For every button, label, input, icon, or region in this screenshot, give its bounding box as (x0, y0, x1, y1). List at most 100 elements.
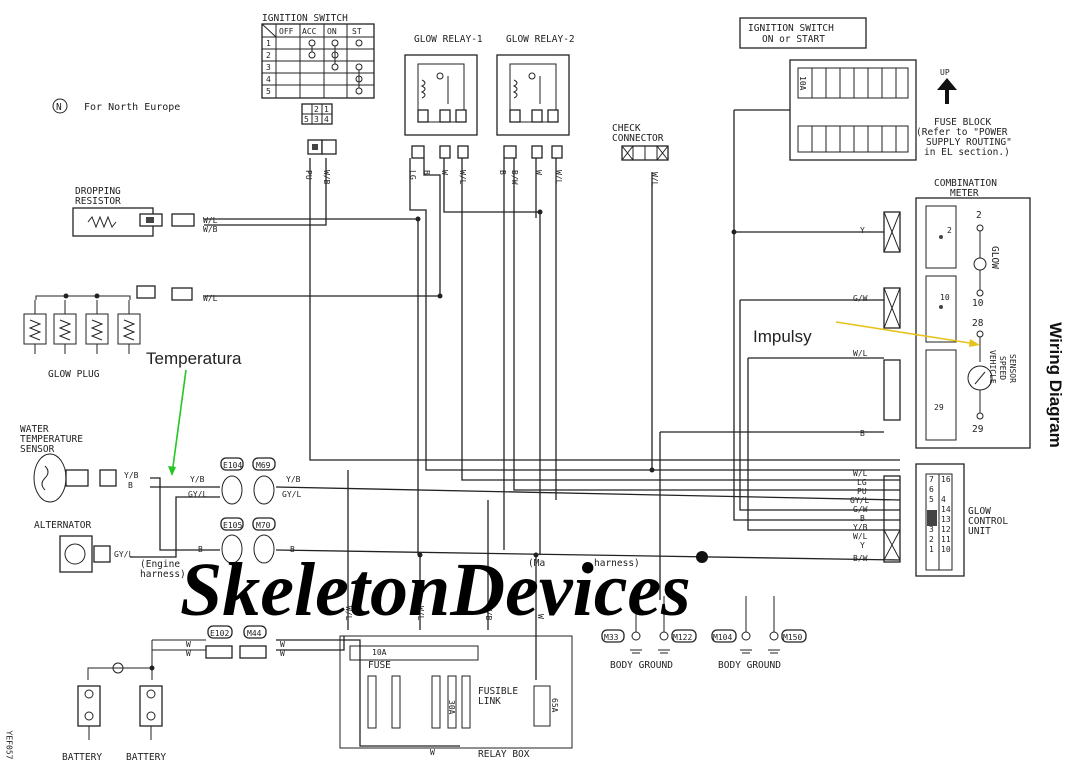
gcu-pin-12: 12 (941, 525, 951, 534)
meter-wire-y: Y (860, 226, 865, 235)
batteries: E102 M44 W W W W BATTERY BATTERY (62, 625, 285, 763)
figure-code: YEF057 (0, 730, 24, 760)
check-connector: CHECK CONNECTOR W/L (612, 123, 669, 187)
gcu-pin-11: 11 (941, 535, 951, 544)
conn-m150: M150 (783, 633, 802, 642)
meter-wire-wl: W/L (853, 349, 868, 358)
dropping-resistor: DROPPING RESISTOR W/L W/B (72, 186, 218, 237)
bat-wire-w3: W (280, 640, 285, 649)
ign-row-3: 3 (266, 63, 271, 72)
ign-wire-pu: PU (304, 170, 313, 180)
relay2-wire-b: B (498, 170, 507, 175)
glow-pin-2: 2 (976, 210, 982, 221)
fuse-block-line4: in EL section.) (924, 147, 1010, 158)
gcu-label-2: CONTROL (968, 516, 1008, 527)
gcu-wire-wl-2: W/L (853, 532, 868, 541)
vss-label-3: SENSOR (1008, 354, 1017, 383)
body-ground-1: BODY GROUND (610, 660, 673, 671)
glow-plug-label: GLOW PLUG (48, 369, 100, 380)
rb-fl-65a: 65A (550, 698, 559, 713)
battery-label-2: BATTERY (126, 752, 166, 763)
temperatura-arrowhead (168, 466, 176, 476)
check-wire-wl: W/L (650, 172, 659, 187)
conn-m44: M44 (247, 629, 262, 638)
hc-wire-gyl: GY/L (188, 490, 207, 499)
check-connector-label-2: CONNECTOR (612, 133, 664, 144)
ign-on-start-line1: IGNITION SWITCH (748, 23, 834, 34)
comb-meter-title1: COMBINATION (934, 178, 997, 189)
meter-pin-2: 2 (947, 226, 952, 235)
wiring-harness (130, 109, 901, 747)
water-temp-sensor: WATER TEMPERATURE SENSOR Y/B B (20, 424, 139, 503)
ign-row-1: 1 (266, 39, 271, 48)
gcu-wire-b: B (860, 514, 865, 523)
vss-pin-29: 29 (972, 424, 984, 435)
gcu-pin-5: 5 (929, 495, 934, 504)
gcu-label-1: GLOW (968, 506, 991, 517)
ign-row-5: 5 (266, 87, 271, 96)
figure-code-text: YEF057 (4, 730, 14, 760)
gcu-wire-y: Y (860, 541, 865, 550)
glow-relay-1: GLOW RELAY-1 LG B W W/L (404, 34, 483, 185)
junction-dots (63, 209, 737, 671)
conn-m104: M104 (713, 633, 732, 642)
fuse-block-line2: (Refer to "POWER (916, 127, 1008, 138)
hc-wire-yb: Y/B (190, 475, 205, 484)
relay2-wire-w: W (534, 170, 543, 175)
water-temp-label-2: TEMPERATURE (20, 434, 83, 445)
annotation-temperatura: Temperatura (146, 349, 242, 476)
dr-wire-wl: W/L (203, 216, 218, 225)
gcu-wire-gyl: GY/L (850, 496, 869, 505)
ignition-on-start: IGNITION SWITCH ON or START (739, 17, 867, 49)
conn-e102: E102 (210, 629, 229, 638)
check-connector-label-1: CHECK (612, 123, 641, 134)
ign-col-off: OFF (279, 27, 294, 36)
glow-relay-2-label: GLOW RELAY-2 (506, 34, 575, 45)
vss-pin-28: 28 (972, 318, 984, 329)
conn-e105: E105 (223, 521, 242, 530)
meter-wire-gw: G/W (853, 294, 868, 303)
fuse-10a: 10A (798, 76, 807, 91)
ign-pin-3: 3 (314, 115, 319, 124)
temperatura-label: Temperatura (146, 349, 242, 368)
ign-row-4: 4 (266, 75, 271, 84)
relay1-wire-lg: LG (408, 170, 417, 180)
body-ground-2: BODY GROUND (718, 660, 781, 671)
combination-meter: COMBINATION METER 2 10 29 2 10 GLOW 28 2… (915, 178, 1031, 449)
fuse-block-line1: FUSE BLOCK (934, 117, 991, 128)
gp-wire-wl: W/L (203, 294, 218, 303)
gcu-pin-16: 16 (941, 475, 951, 484)
gcu-wire-pu: PU (857, 487, 867, 496)
bat-wire-w4: W (280, 649, 285, 658)
ignition-switch: IGNITION SWITCH OFF ACC ON ST 1 2 3 4 5 … (261, 13, 375, 185)
meter-pin-29: 29 (934, 403, 944, 412)
gcu-pin-6: 6 (929, 485, 934, 494)
conn-m69: M69 (256, 461, 271, 470)
gcu-pin-14: 14 (941, 505, 951, 514)
relay-box-label: RELAY BOX (478, 749, 530, 760)
gcu-pin-13: 13 (941, 515, 951, 524)
dropping-resistor-label-1: DROPPING (75, 186, 121, 197)
impulsy-label: Impulsy (753, 327, 812, 346)
ign-pin-4: 4 (324, 115, 329, 124)
conn-e104: E104 (223, 461, 242, 470)
ign-row-2: 2 (266, 51, 271, 60)
fuse-block-line3: SUPPLY ROUTING" (926, 137, 1012, 148)
wt-wire-b: B (128, 481, 133, 490)
rb-fuse-label: FUSE (368, 660, 391, 671)
ign-on-start-line2: ON or START (762, 34, 825, 45)
watermark: SkeletonDevices (180, 548, 691, 632)
water-temp-label-3: SENSOR (20, 444, 55, 455)
gcu-label-3: UNIT (968, 526, 991, 537)
gcu-pin-3: 3 (929, 525, 934, 534)
glow-control-unit: 7 16 6 5 4 14 13 12 3 2 11 1 10 GLOW CON… (850, 463, 1008, 577)
north-europe-note: N For North Europe (52, 98, 180, 114)
ign-col-on: ON (327, 27, 337, 36)
alt-wire-gyl: GY/L (114, 550, 133, 559)
wt-wire-yb: Y/B (124, 471, 139, 480)
ign-pin-5: 5 (304, 115, 309, 124)
gcu-pin-4: 4 (941, 495, 946, 504)
diagram-title: Wiring Diagram (1040, 300, 1070, 470)
rb-fuse-amp: 10A (372, 648, 387, 657)
